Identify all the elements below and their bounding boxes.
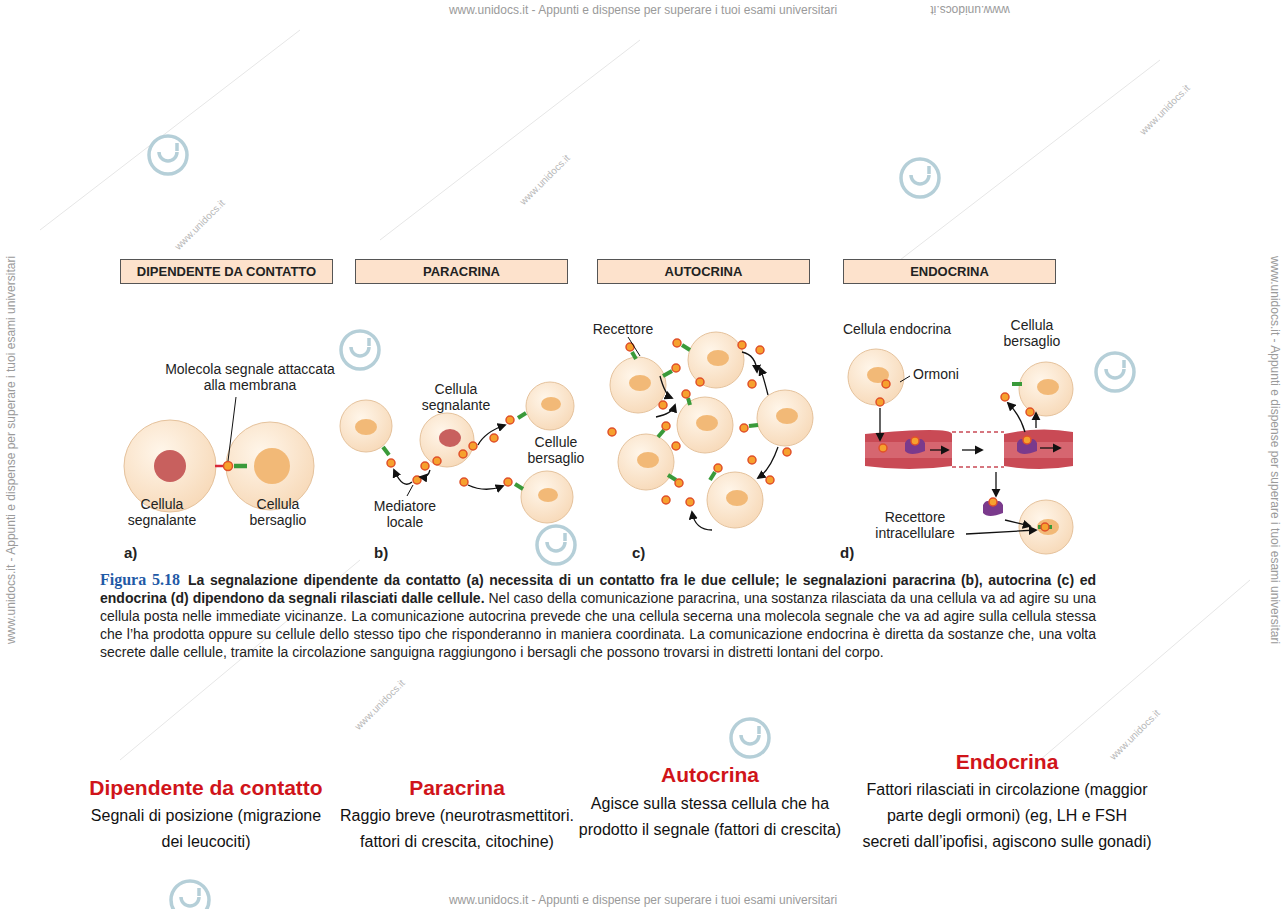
header-box: ENDOCRINA [843, 259, 1056, 284]
part-label: Cellula bersaglio [231, 496, 326, 528]
summary-text: Fattori rilasciati in circolazione (magg… [862, 777, 1152, 855]
figure-caption: Figura 5.18La segnalazione dipendente da… [100, 571, 1096, 661]
watermark-text: www.unidocs.it [1125, 70, 1204, 149]
watermark-text: www.unidocs.it - Appunti e dispense per … [1268, 170, 1282, 730]
header-box: PARACRINA [355, 259, 568, 284]
part-label: Recettore [578, 321, 668, 337]
summary-text: Agisce sulla stessa cellula che ha prodo… [575, 791, 845, 843]
panel-letter: b) [374, 545, 404, 561]
watermark-text: www.unidocs.it [160, 185, 239, 264]
header-text: ENDOCRINA [910, 264, 989, 279]
part-label: Cellule bersaglio [514, 434, 599, 466]
part-label: Molecola segnale attaccata alla membrana [163, 361, 338, 393]
part-label: Cellula endocrina [822, 321, 972, 337]
watermark-text: www.unidocs.it [340, 665, 419, 744]
part-label: Ormoni [901, 366, 971, 382]
part-label: Cellula bersaglio [990, 317, 1075, 349]
watermark-text: www.unidocs.it - Appunti e dispense per … [4, 170, 18, 730]
header-text: AUTOCRINA [665, 264, 743, 279]
watermark-text: www.unidocs.it [910, 3, 1030, 17]
endocrine-panel [848, 349, 1073, 554]
summary-heading: Endocrina [907, 750, 1107, 774]
summary-heading: Paracrina [357, 776, 557, 800]
header-text: PARACRINA [423, 264, 500, 279]
panel-letter: d) [840, 545, 870, 561]
watermark-text: www.unidocs.it - Appunti e dispense per … [363, 893, 923, 907]
summary-text: Segnali di posizione (migrazione dei leu… [84, 803, 329, 855]
header-text: DIPENDENTE DA CONTATTO [137, 264, 316, 279]
part-label: Cellula segnalante [115, 496, 210, 528]
summary-heading: Autocrina [610, 763, 810, 787]
watermark-text: www.unidocs.it [505, 140, 584, 219]
header-box: AUTOCRINA [597, 259, 810, 284]
autocrine-panel [608, 332, 813, 530]
figure-number: Figura 5.18 [100, 571, 180, 588]
part-label: Recettore intracellulare [860, 509, 970, 541]
contact-panel [124, 397, 314, 512]
watermark-text: www.unidocs.it - Appunti e dispense per … [363, 3, 923, 17]
part-label: Mediatore locale [358, 498, 453, 530]
header-box: DIPENDENTE DA CONTATTO [120, 259, 333, 284]
watermark-text: www.unidocs.it [1095, 695, 1174, 774]
summary-text: Raggio breve (neurotrasmettitori. fattor… [332, 803, 582, 855]
panel-letter: a) [124, 545, 154, 561]
summary-heading: Dipendente da contatto [56, 776, 356, 800]
panel-letter: c) [632, 545, 662, 561]
part-label: Cellula segnalante [409, 381, 504, 413]
